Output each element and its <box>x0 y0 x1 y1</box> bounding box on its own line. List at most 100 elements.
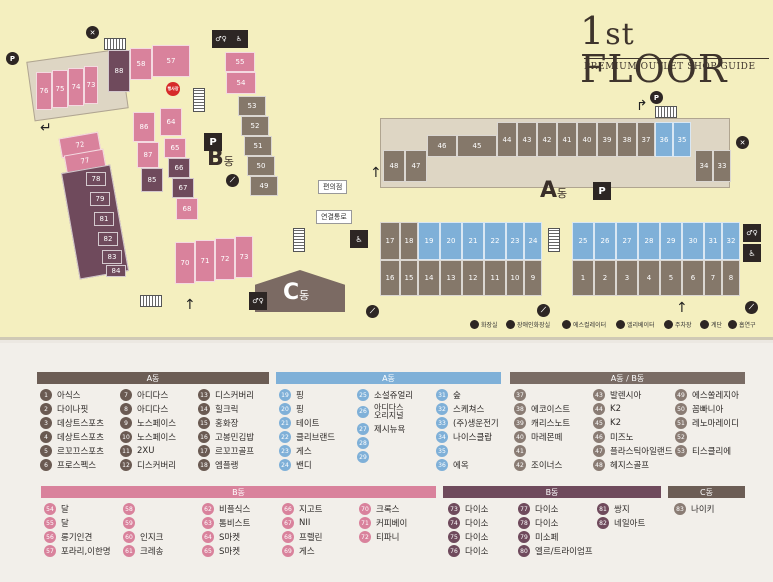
store-25[interactable]: 25 <box>572 222 594 260</box>
store-55[interactable]: 55 <box>225 52 255 72</box>
store-34[interactable]: 34 <box>695 150 713 182</box>
store-14[interactable]: 14 <box>418 260 440 296</box>
store-49[interactable]: 49 <box>250 176 278 196</box>
parking-icon[interactable]: P <box>650 91 663 104</box>
store-10[interactable]: 10 <box>506 260 524 296</box>
store-29[interactable]: 29 <box>660 222 682 260</box>
store-58[interactable]: 58 <box>130 48 152 80</box>
store-4[interactable]: 4 <box>638 260 660 296</box>
store-88[interactable]: 88 <box>108 50 130 92</box>
store-3[interactable]: 3 <box>616 260 638 296</box>
store-19[interactable]: 19 <box>418 222 440 260</box>
store-81[interactable]: 81 <box>94 212 114 226</box>
store-12[interactable]: 12 <box>462 260 484 296</box>
store-28[interactable]: 28 <box>638 222 660 260</box>
legend-item[interactable]: 37 <box>514 388 570 402</box>
store-64[interactable]: 64 <box>160 108 182 136</box>
store-8[interactable]: 8 <box>722 260 740 296</box>
store-37[interactable]: 37 <box>637 122 655 157</box>
legend-item[interactable]: 33(주)생운전기 <box>436 416 499 430</box>
legend-item[interactable]: 59 <box>123 516 163 530</box>
store-51[interactable]: 51 <box>244 136 272 156</box>
store-85[interactable]: 85 <box>141 168 163 192</box>
store-54[interactable]: 54 <box>226 72 256 94</box>
store-2[interactable]: 2 <box>594 260 616 296</box>
store-40[interactable]: 40 <box>577 122 597 157</box>
parking-icon[interactable]: P <box>593 182 611 200</box>
store-82[interactable]: 82 <box>98 232 118 246</box>
store-7[interactable]: 7 <box>704 260 722 296</box>
legend-item[interactable]: 28 <box>357 436 413 450</box>
legend-item[interactable]: 41 <box>514 444 570 458</box>
store-87[interactable]: 87 <box>137 142 159 168</box>
store-38[interactable]: 38 <box>617 122 637 157</box>
store-47[interactable]: 47 <box>405 150 427 182</box>
store-45[interactable]: 45 <box>457 135 497 157</box>
store-70[interactable]: 70 <box>175 242 195 284</box>
store-76[interactable]: 76 <box>36 72 52 110</box>
store-27[interactable]: 27 <box>616 222 638 260</box>
store-22[interactable]: 22 <box>484 222 506 260</box>
store-11[interactable]: 11 <box>484 260 506 296</box>
store-15[interactable]: 15 <box>400 260 418 296</box>
store-24[interactable]: 24 <box>524 222 542 260</box>
store-21[interactable]: 21 <box>462 222 484 260</box>
legend-item[interactable]: 35 <box>436 444 499 458</box>
store-20[interactable]: 20 <box>440 222 462 260</box>
store-50[interactable]: 50 <box>247 156 275 176</box>
store-72b[interactable]: 72 <box>215 238 235 280</box>
store-43[interactable]: 43 <box>517 122 537 157</box>
store-39[interactable]: 39 <box>597 122 617 157</box>
legend-item[interactable]: 58 <box>123 502 163 516</box>
store-78[interactable]: 78 <box>86 172 106 186</box>
store-13[interactable]: 13 <box>440 260 462 296</box>
store-44[interactable]: 44 <box>497 122 517 157</box>
store-84[interactable]: 84 <box>106 265 126 277</box>
store-16[interactable]: 16 <box>380 260 400 296</box>
store-23[interactable]: 23 <box>506 222 524 260</box>
